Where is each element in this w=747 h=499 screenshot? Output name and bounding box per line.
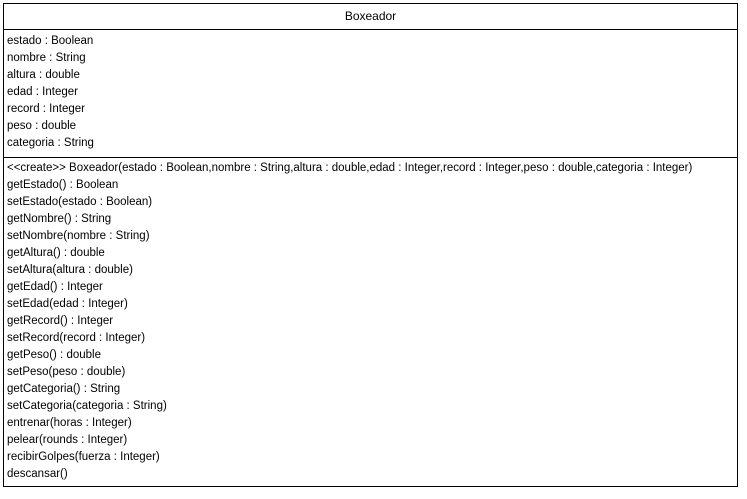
operation-setpeso: setPeso(peso : double) bbox=[7, 366, 126, 378]
operations-compartment: <<create>> Boxeador(estado : Boolean,nom… bbox=[4, 158, 737, 483]
operation-setaltura: setAltura(altura : double) bbox=[7, 264, 133, 276]
attribute-peso: peso : double bbox=[7, 120, 77, 132]
operation-constructor: <<create>> Boxeador(estado : Boolean,nom… bbox=[7, 162, 693, 174]
operation-setrecord: setRecord(record : Integer) bbox=[7, 332, 146, 344]
operation-recibirgolpes: recibirGolpes(fuerza : Integer) bbox=[7, 451, 160, 463]
attribute-categoria: categoria : String bbox=[7, 137, 94, 149]
operation-getedad: getEdad() : Integer bbox=[7, 281, 103, 293]
attributes-compartment: estado : Boolean nombre : String altura … bbox=[4, 30, 737, 158]
operation-getcategoria: getCategoria() : String bbox=[7, 383, 121, 395]
operation-setedad: setEdad(edad : Integer) bbox=[7, 298, 128, 310]
operation-descansar: descansar() bbox=[7, 468, 68, 480]
operation-setcategoria: setCategoria(categoria : String) bbox=[7, 400, 167, 412]
attribute-estado: estado : Boolean bbox=[7, 35, 94, 47]
operation-pelear: pelear(rounds : Integer) bbox=[7, 434, 128, 446]
operation-setnombre: setNombre(nombre : String) bbox=[7, 230, 150, 242]
operation-getnombre: getNombre() : String bbox=[7, 213, 112, 225]
operation-getrecord: getRecord() : Integer bbox=[7, 315, 114, 327]
class-name: Boxeador bbox=[4, 4, 737, 30]
uml-class-box[interactable]: Boxeador estado : Boolean nombre : Strin… bbox=[3, 3, 738, 487]
operation-entrenar: entrenar(horas : Integer) bbox=[7, 417, 132, 429]
attribute-edad: edad : Integer bbox=[7, 86, 78, 98]
attribute-record: record : Integer bbox=[7, 103, 85, 115]
operation-getestado: getEstado() : Boolean bbox=[7, 179, 119, 191]
attribute-altura: altura : double bbox=[7, 69, 80, 81]
operation-setestado: setEstado(estado : Boolean) bbox=[7, 196, 153, 208]
operation-getaltura: getAltura() : double bbox=[7, 247, 105, 259]
attribute-nombre: nombre : String bbox=[7, 52, 86, 64]
operation-getpeso: getPeso() : double bbox=[7, 349, 101, 361]
